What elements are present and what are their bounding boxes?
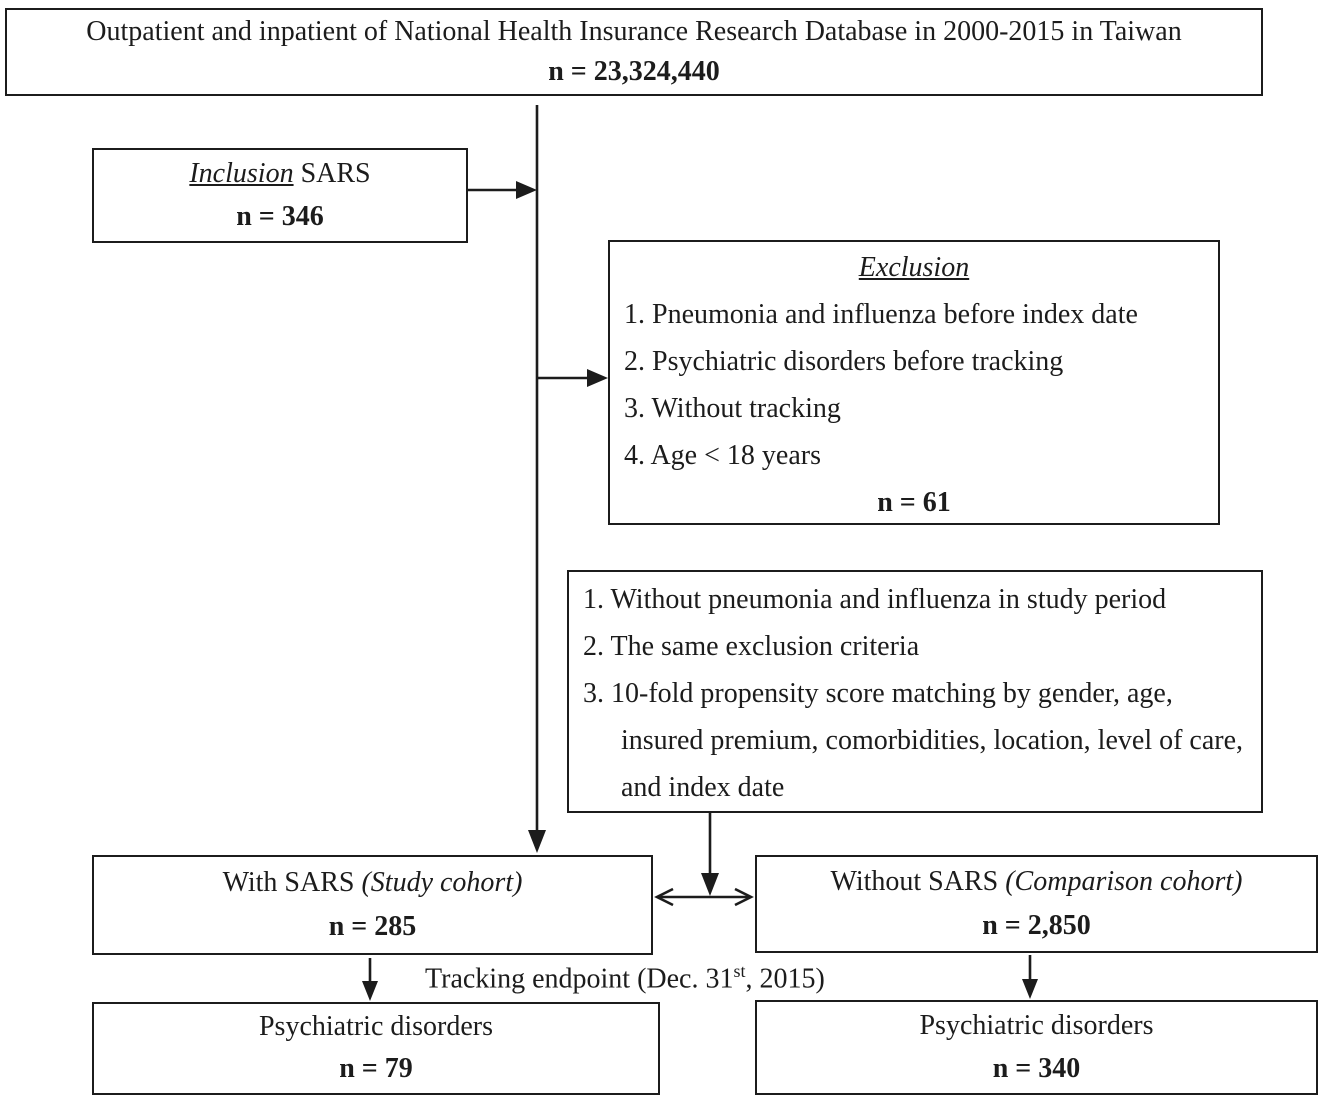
arrow-right-down [1022, 955, 1038, 999]
exclusion-item: 2. Psychiatric disorders before tracking [624, 346, 1064, 377]
without-sars-label: Without SARS (Comparison cohort) [831, 864, 1243, 900]
inclusion-box: Inclusion SARS n = 346 [92, 148, 468, 243]
arrow-inclusion-right [468, 181, 537, 199]
inclusion-n: n = 346 [236, 200, 324, 232]
criteria-item: 2. The same exclusion criteria [583, 631, 920, 662]
psych-left-n: n = 79 [339, 1053, 413, 1085]
without-sars-box: Without SARS (Comparison cohort) n = 2,8… [755, 855, 1318, 953]
without-sars-label-italic: (Comparison cohort) [1005, 866, 1243, 898]
with-sars-label-italic: (Study cohort) [361, 866, 523, 898]
without-sars-n: n = 2,850 [982, 909, 1091, 941]
tracking-endpoint-post: , 2015) [745, 963, 825, 995]
psych-disorders-left-box: Psychiatric disorders n = 79 [92, 1002, 660, 1095]
exclusion-n: n = 61 [877, 487, 951, 518]
arrow-cohort-double [654, 887, 754, 907]
tracking-endpoint-sup: st [733, 961, 746, 981]
tracking-endpoint-label: Tracking endpoint (Dec. 31st, 2015) [425, 961, 825, 995]
source-population-n: n = 23,324,440 [548, 55, 720, 87]
exclusion-item: 4. Age < 18 years [624, 440, 821, 471]
with-sars-box: With SARS (Study cohort) n = 285 [92, 855, 653, 955]
inclusion-label: Inclusion SARS [189, 156, 370, 192]
tracking-endpoint-pre: Tracking endpoint (Dec. 31 [425, 963, 734, 995]
arrow-left-down [362, 958, 378, 1001]
without-sars-label-main: Without SARS [830, 866, 1006, 898]
psych-right-n: n = 340 [992, 1052, 1081, 1084]
exclusion-title: Exclusion [858, 252, 970, 283]
arrow-main-down [528, 105, 546, 853]
source-population-title: Outpatient and inpatient of National Hea… [86, 15, 1182, 47]
source-population-box: Outpatient and inpatient of National Hea… [5, 8, 1263, 96]
criteria-item: 1. Without pneumonia and influenza in st… [583, 584, 1167, 615]
psych-left-label: Psychiatric disorders [258, 1011, 494, 1043]
with-sars-n: n = 285 [328, 910, 417, 942]
criteria-item: 3. 10-fold propensity score matching by … [583, 678, 1244, 803]
psych-disorders-right-box: Psychiatric disorders n = 340 [755, 1000, 1318, 1095]
inclusion-label-italic: Inclusion [189, 158, 294, 190]
inclusion-label-rest: SARS [293, 158, 371, 190]
with-sars-label: With SARS (Study cohort) [223, 865, 523, 901]
exclusion-box: Exclusion 1. Pneumonia and influenza bef… [608, 240, 1220, 525]
exclusion-item: 3. Without tracking [624, 393, 841, 424]
exclusion-item: 1. Pneumonia and influenza before index … [624, 299, 1138, 330]
criteria-box: 1. Without pneumonia and influenza in st… [567, 570, 1263, 813]
psych-right-label: Psychiatric disorders [919, 1010, 1154, 1042]
arrow-exclusion-right [537, 369, 608, 387]
with-sars-label-main: With SARS [222, 866, 362, 898]
arrow-criteria-down [701, 812, 719, 896]
